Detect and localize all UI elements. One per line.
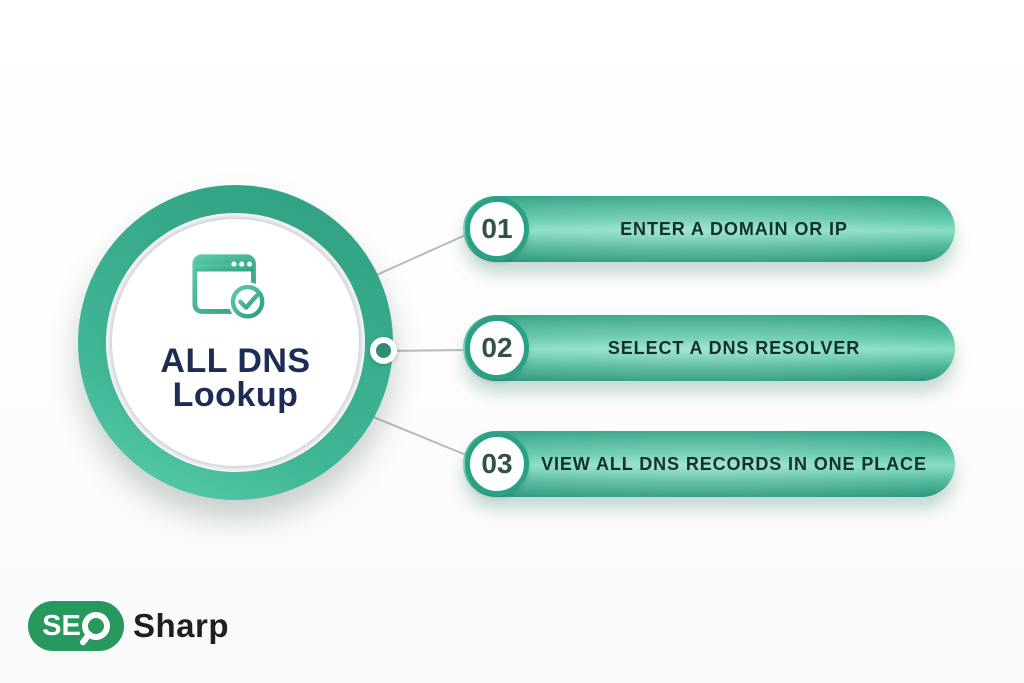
step-3-number: 03 [481, 448, 513, 479]
step-2-label: SELECT A DNS RESOLVER [607, 337, 861, 358]
seo-badge: SE [28, 601, 124, 651]
step-3-number-badge: 03 [465, 432, 529, 496]
connector-line-3 [365, 413, 472, 458]
logo-se-text: SE [42, 609, 81, 642]
seo-sharp-logo: SE Sharp [28, 601, 229, 651]
step-2-pill: 02 SELECT A DNS RESOLVER [463, 315, 955, 381]
step-3-label: VIEW ALL DNS RECORDS IN ONE PLACE [541, 453, 927, 474]
step-1-number-badge: 01 [465, 197, 529, 261]
connector-line-2 [384, 349, 468, 352]
dns-lookup-hub: ALL DNS Lookup [78, 185, 393, 500]
connector-line-1 [371, 232, 471, 278]
step-2-number-badge: 02 [465, 316, 529, 380]
step-3-pill: 03 VIEW ALL DNS RECORDS IN ONE PLACE [463, 431, 955, 497]
step-1-label: ENTER A DOMAIN OR IP [620, 218, 848, 239]
step-1-pill: 01 ENTER A DOMAIN OR IP [463, 196, 955, 262]
step-1-number: 01 [481, 213, 513, 244]
logo-wordmark: Sharp [133, 607, 230, 644]
hub-title: ALL DNS Lookup [78, 344, 393, 412]
hub-title-line1: ALL DNS [160, 342, 311, 380]
hub-title-line2: Lookup [172, 376, 299, 414]
hub-connector-node-icon [370, 337, 397, 364]
magnifier-o-icon [78, 612, 110, 647]
browser-window-check-icon [192, 254, 268, 322]
step-2-number: 02 [481, 332, 513, 363]
